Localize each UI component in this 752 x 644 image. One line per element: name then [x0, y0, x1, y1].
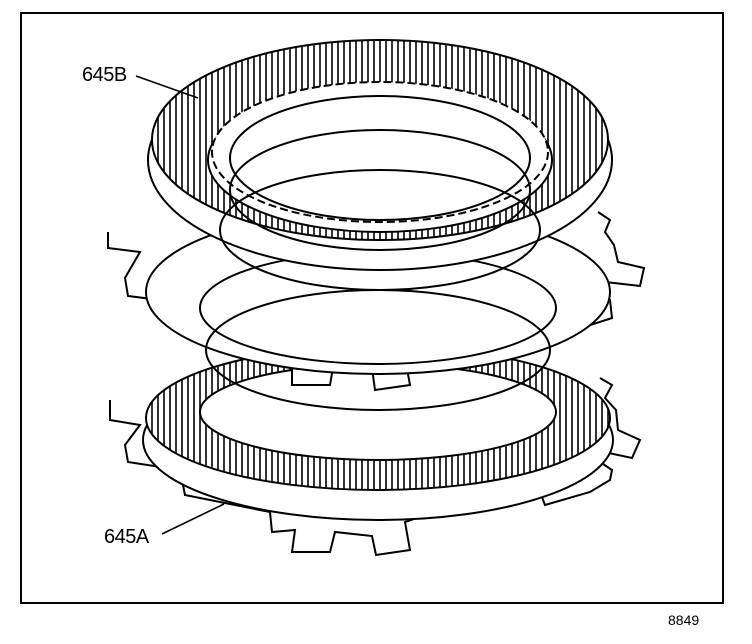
callout-645a: 645A — [104, 526, 149, 548]
leader-line-645a — [161, 503, 225, 535]
friction-plate-645b — [147, 39, 613, 291]
steel-plate-645a — [109, 345, 642, 557]
figure-number: 8849 — [668, 612, 700, 628]
leader-line-645b — [135, 75, 199, 99]
callout-645b: 645B — [82, 64, 127, 86]
